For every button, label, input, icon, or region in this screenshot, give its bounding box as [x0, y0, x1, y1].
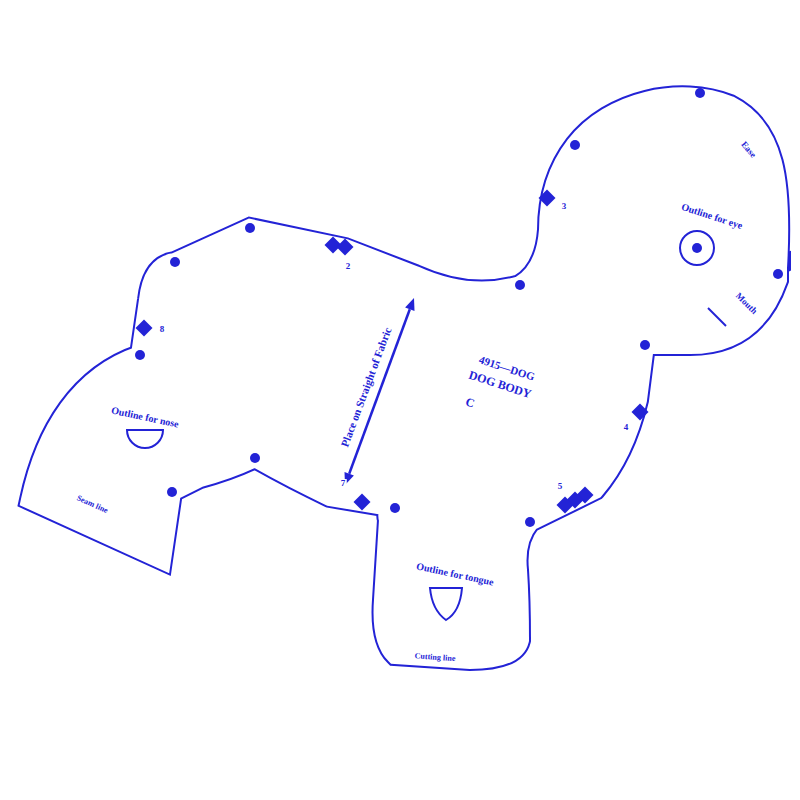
callout-number: 2 — [345, 262, 352, 272]
callout-number: 4 — [623, 423, 630, 433]
mouth-line — [708, 308, 726, 326]
eye-center — [692, 243, 702, 253]
notch — [354, 494, 371, 511]
match-dots — [135, 88, 783, 527]
match-dot — [250, 453, 260, 463]
grain-note: Place on Straight of Fabric — [338, 325, 394, 450]
callout-number: 3 — [561, 202, 568, 212]
cutting-line — [30, 96, 779, 660]
nose-outline — [127, 430, 163, 448]
arrow-head — [405, 298, 414, 311]
match-dot — [245, 223, 255, 233]
match-dot — [695, 88, 705, 98]
notch — [136, 320, 153, 337]
notch — [539, 190, 556, 207]
eye-outline — [680, 231, 714, 265]
piece-letter: C — [463, 395, 477, 411]
placement-note: Outline for nose — [109, 404, 180, 429]
notch — [632, 404, 649, 421]
placement-note: Mouth — [733, 291, 760, 318]
line-note: Seam line — [74, 494, 110, 516]
match-dot — [390, 503, 400, 513]
match-dot — [515, 280, 525, 290]
match-dot — [135, 350, 145, 360]
grain-arrow — [345, 298, 415, 485]
placement-note: Outline for eye — [679, 201, 745, 232]
tongue-outline — [430, 588, 462, 620]
line-note: Cutting line — [413, 652, 456, 664]
callout-number: 7 — [340, 479, 347, 489]
notches — [136, 190, 649, 514]
notch — [557, 497, 574, 514]
edge-note: Ease — [738, 139, 758, 161]
notch — [337, 239, 354, 256]
match-dot — [170, 257, 180, 267]
placement-note: Outline for tongue — [414, 560, 495, 588]
match-dot — [525, 517, 535, 527]
callout-number: 5 — [557, 482, 564, 492]
match-dot — [773, 269, 783, 279]
callout-number: 8 — [159, 325, 166, 335]
seam-line — [30, 96, 779, 660]
match-dot — [167, 487, 177, 497]
match-dot — [570, 140, 580, 150]
match-dot — [640, 340, 650, 350]
